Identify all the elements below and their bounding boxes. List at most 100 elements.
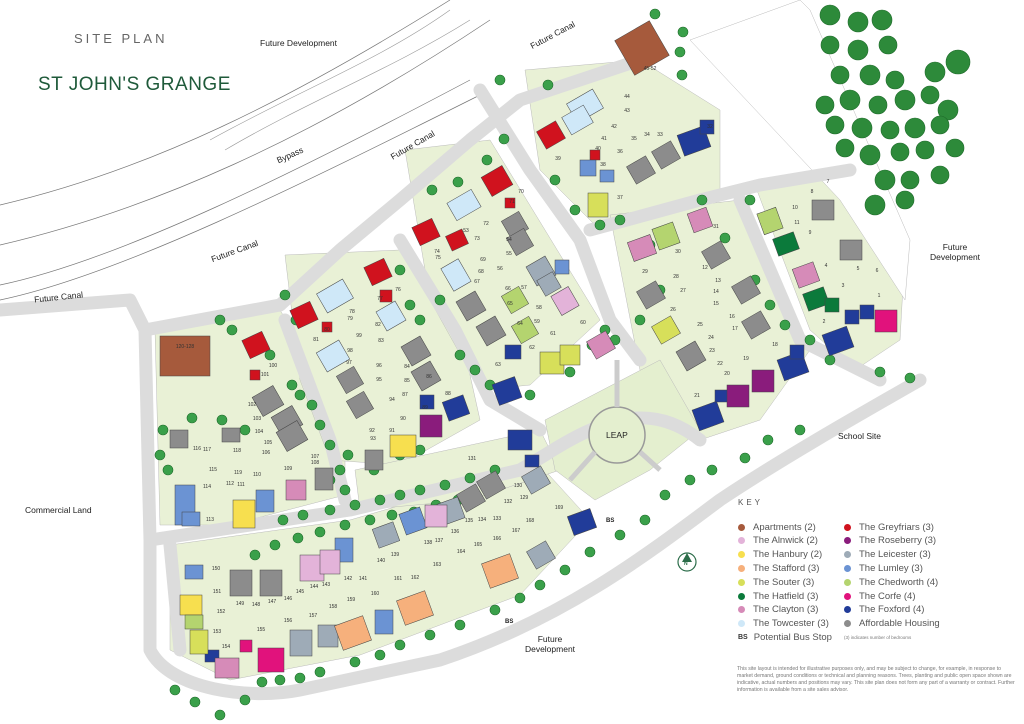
plot-number[interactable]: 45-52 (644, 66, 657, 72)
plot-number[interactable]: 38 (600, 162, 606, 168)
plot-number[interactable]: 72 (483, 221, 489, 227)
plot-number[interactable]: 105 (264, 440, 273, 446)
plot-number[interactable]: 42 (611, 124, 617, 130)
plot-number[interactable]: 3 (842, 283, 845, 289)
house-grey[interactable] (536, 120, 566, 150)
plot-number[interactable]: 159 (347, 597, 356, 603)
house-fox[interactable] (859, 304, 875, 320)
house-aff[interactable] (741, 310, 771, 340)
plot-number[interactable]: 120-128 (176, 344, 195, 350)
house-fox[interactable] (566, 508, 598, 536)
house-ched[interactable] (500, 285, 530, 315)
house-tow[interactable] (316, 278, 354, 314)
house-hat[interactable] (824, 297, 840, 313)
house-lum[interactable] (599, 169, 615, 183)
plot-number[interactable]: 53 (463, 228, 469, 234)
plot-number[interactable]: 163 (433, 562, 442, 568)
plot-number[interactable]: 141 (359, 576, 368, 582)
plot-number[interactable]: 23 (709, 348, 715, 354)
plot-number[interactable]: 117 (203, 447, 211, 453)
house-lum[interactable] (255, 489, 275, 513)
plot-number[interactable]: 92 (369, 428, 375, 434)
plot-number[interactable]: 134 (478, 517, 487, 523)
house-sout[interactable] (189, 629, 209, 655)
plot-number[interactable]: 76 (395, 287, 401, 293)
house-fox[interactable] (491, 376, 523, 406)
house-sout[interactable] (587, 192, 609, 218)
house-lum[interactable] (554, 259, 570, 275)
plot-number[interactable]: 29 (642, 269, 648, 275)
plot-number[interactable]: 139 (391, 552, 400, 558)
house-aff[interactable] (455, 290, 487, 322)
plot-number[interactable]: 138 (424, 540, 433, 546)
plot-number[interactable]: 24 (708, 335, 714, 341)
plot-number[interactable]: 64 (517, 321, 523, 327)
plot-number[interactable]: 73 (474, 236, 480, 242)
plot-number[interactable]: 103 (253, 416, 262, 422)
house-grey[interactable] (289, 300, 319, 330)
plot-number[interactable]: 153 (213, 629, 222, 635)
house-tow[interactable] (440, 258, 472, 292)
plot-number[interactable]: 162 (411, 575, 420, 581)
plot-number[interactable]: 136 (451, 529, 460, 535)
house-fox[interactable] (844, 309, 860, 325)
plot-number[interactable]: 89 (422, 405, 428, 411)
house-aff[interactable] (410, 360, 442, 392)
house-aff[interactable] (475, 315, 507, 347)
house-aff[interactable] (839, 239, 863, 261)
plot-number[interactable]: 6 (876, 268, 879, 274)
house-grey[interactable] (321, 321, 333, 333)
house-aff[interactable] (636, 280, 666, 310)
house-aff[interactable] (314, 467, 334, 491)
house-aln[interactable] (319, 549, 341, 575)
plot-number[interactable]: 55 (506, 251, 512, 257)
house-fox[interactable] (507, 429, 533, 451)
house-grey[interactable] (241, 330, 271, 360)
plot-number[interactable]: 155 (257, 627, 266, 633)
house-tow[interactable] (561, 104, 594, 136)
plot-number[interactable]: 97 (346, 360, 352, 366)
house-ched[interactable] (184, 614, 204, 630)
house-aff[interactable] (811, 199, 835, 221)
plot-number[interactable]: 26 (670, 307, 676, 313)
plot-number[interactable]: 12 (702, 265, 708, 271)
plot-number[interactable]: 40 (595, 146, 601, 152)
plot-number[interactable]: 79 (347, 316, 353, 322)
house-grey[interactable] (480, 165, 514, 197)
plot-number[interactable]: 36 (617, 149, 623, 155)
house-fox[interactable] (524, 454, 540, 468)
house-lei[interactable] (536, 271, 562, 297)
house-corfe[interactable] (874, 309, 898, 333)
plot-number[interactable]: 157 (309, 613, 318, 619)
plot-number[interactable]: 10 (792, 205, 798, 211)
plot-number[interactable]: 144 (310, 584, 319, 590)
house-lei[interactable] (526, 540, 556, 570)
house-fox[interactable] (419, 394, 435, 410)
plot-number[interactable]: 65 (507, 301, 513, 307)
house-ched[interactable] (651, 221, 681, 251)
house-han[interactable] (232, 499, 256, 529)
plot-number[interactable]: 8 (811, 189, 814, 195)
plot-number[interactable]: 109 (284, 466, 293, 472)
plot-number[interactable]: 146 (284, 596, 293, 602)
plot-number[interactable]: 119 (234, 470, 242, 476)
plot-number[interactable]: 93 (370, 436, 376, 442)
plot-number[interactable]: 44 (624, 94, 630, 100)
house-apt[interactable] (614, 20, 670, 76)
plot-number[interactable]: 32 (707, 124, 713, 130)
plot-number[interactable]: 166 (493, 536, 502, 542)
plot-number[interactable]: 88 (445, 391, 451, 397)
house-grey[interactable] (363, 257, 393, 287)
plot-number[interactable]: 34 (644, 132, 650, 138)
house-han[interactable] (179, 594, 203, 616)
plot-number[interactable]: 59 (534, 319, 540, 325)
plot-number[interactable]: 75 (435, 255, 441, 261)
plot-number[interactable]: 142 (344, 576, 353, 582)
plot-number[interactable]: 60 (580, 320, 586, 326)
plot-number[interactable]: 43 (624, 108, 630, 114)
plot-number[interactable]: 112 (226, 481, 234, 487)
house-apt[interactable] (159, 335, 211, 377)
plot-number[interactable]: 62 (529, 345, 535, 351)
house-aff[interactable] (400, 335, 432, 367)
house-aff[interactable] (701, 240, 731, 270)
